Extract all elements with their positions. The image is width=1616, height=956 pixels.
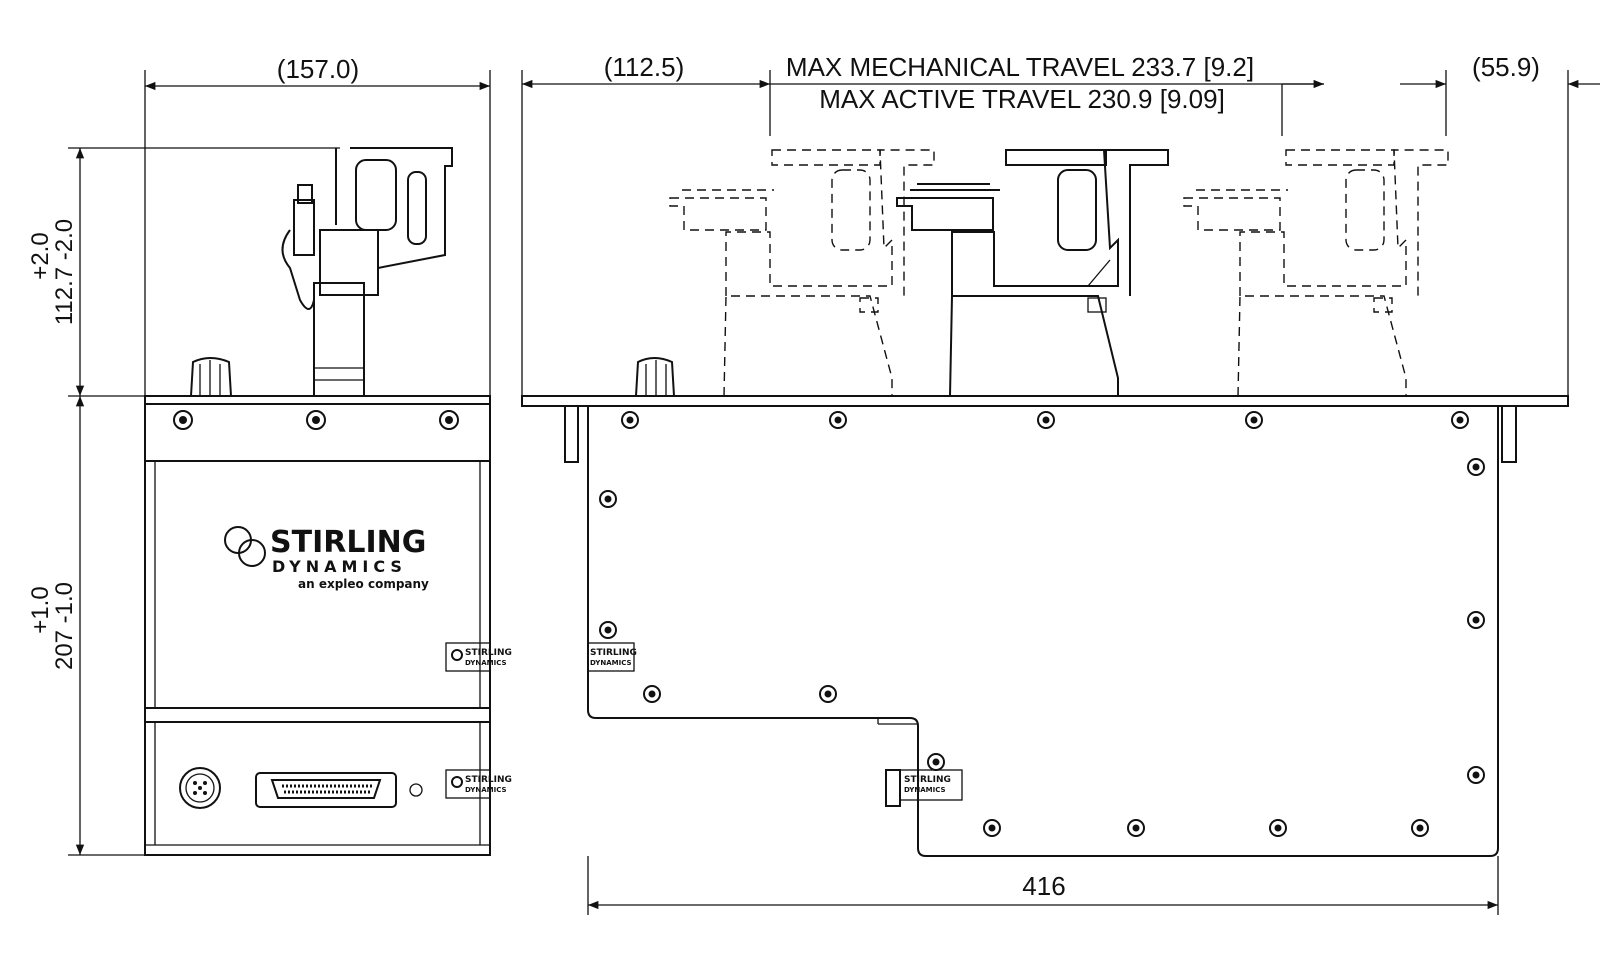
- circular-connector-icon: [179, 767, 221, 809]
- side-knob-icon: [634, 357, 676, 397]
- front-grip: [281, 147, 453, 397]
- stick-center-position: [896, 149, 1169, 397]
- dim-upper-height-plus: +2.0: [27, 232, 54, 279]
- svg-text:STIRLING: STIRLING: [590, 648, 637, 658]
- side-badge-step: STIRLING DYNAMICS: [885, 769, 963, 807]
- svg-text:DYNAMICS: DYNAMICS: [465, 786, 507, 794]
- front-plate-screws: [173, 410, 459, 430]
- dim-right-travel: (55.9): [1472, 52, 1540, 82]
- stick-left-position: [669, 149, 935, 397]
- led-indicator: [409, 783, 423, 797]
- side-body: [587, 406, 1499, 857]
- dsub-connector-icon: [255, 772, 397, 808]
- dim-upper-height: 112.7 -2.0: [51, 219, 78, 325]
- svg-text:DYNAMICS: DYNAMICS: [465, 659, 507, 667]
- side-view: STIRLING DYNAMICS STIRLING DYNAMICS: [521, 149, 1569, 857]
- svg-text:STIRLING: STIRLING: [904, 775, 951, 785]
- dim-max-mechanical: MAX MECHANICAL TRAVEL 233.7 [9.2]: [786, 52, 1254, 82]
- svg-text:STIRLING: STIRLING: [465, 775, 512, 785]
- dim-max-active: MAX ACTIVE TRAVEL 230.9 [9.09]: [819, 84, 1225, 114]
- svg-text:STIRLING: STIRLING: [465, 648, 512, 658]
- stick-right-position: [1183, 149, 1449, 397]
- dim-front-width: (157.0): [277, 54, 359, 84]
- logo-line1: STIRLING: [270, 525, 426, 560]
- side-screws: [599, 411, 1485, 837]
- logo-tagline: an expleo company: [298, 577, 429, 591]
- logo-swirl-icon: [224, 526, 266, 567]
- dim-overall-length: 416: [1022, 871, 1065, 901]
- side-top-flange: [521, 395, 1569, 407]
- front-badge-upper: STIRLING DYNAMICS: [445, 642, 512, 672]
- logo-line2: DYNAMICS: [272, 557, 407, 576]
- stirling-logo: STIRLING DYNAMICS an expleo company: [224, 525, 429, 591]
- svg-text:DYNAMICS: DYNAMICS: [590, 659, 632, 667]
- svg-text:DYNAMICS: DYNAMICS: [904, 786, 946, 794]
- dim-lower-height: 207 -1.0: [51, 582, 78, 670]
- dimensions: (157.0) (112.5) MAX MECHANICAL TRAVEL 23…: [27, 52, 1600, 915]
- dim-lower-height-plus: +1.0: [27, 586, 54, 633]
- side-badge-left: STIRLING DYNAMICS: [587, 642, 637, 672]
- front-view: STIRLING DYNAMICS an expleo company STIR…: [144, 147, 512, 856]
- front-badge-lower: STIRLING DYNAMICS: [445, 769, 512, 799]
- front-knob-icon: [189, 357, 233, 397]
- dim-left-travel: (112.5): [604, 52, 684, 82]
- front-body: [144, 460, 491, 856]
